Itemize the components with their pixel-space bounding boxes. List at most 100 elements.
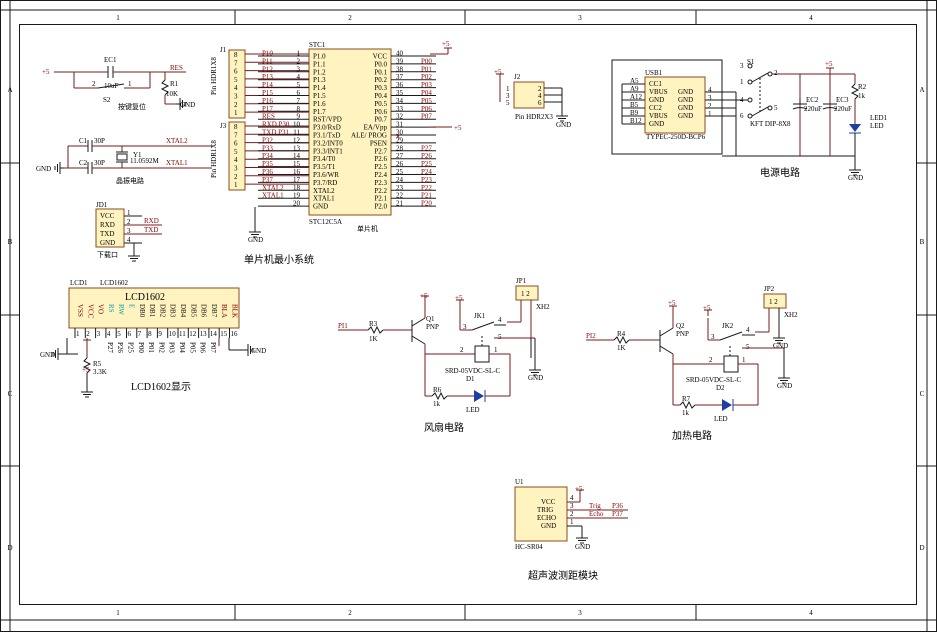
mcu-net-25: P24 (421, 168, 432, 176)
j3-pin-5: 5 (234, 148, 238, 156)
power-plus5-label: +5 (825, 60, 833, 68)
mcu-pin-name-34: P0.5 (374, 100, 387, 108)
heat-gnd-label: GND (777, 382, 792, 390)
mcu-pin-name-14: P3.4/T0 (313, 155, 336, 163)
ec2-value: 220uF (804, 105, 822, 113)
r2-value: 1k (858, 92, 866, 100)
mcu-net-27: P26 (421, 152, 432, 160)
jk2-pin4: 4 (746, 326, 750, 334)
mcu-pin-num-28: 28 (396, 144, 404, 152)
r4-value: 1K (617, 344, 626, 352)
mcu-pin-num-8: 8 (297, 105, 301, 113)
usb-pin-A9: A9 (630, 85, 639, 93)
j2-pin1: 1 (506, 85, 510, 93)
j1-pin-4: 4 (234, 84, 238, 92)
mcu-pin-num-38: 38 (396, 65, 404, 73)
mcu-net-28: P27 (421, 144, 432, 152)
lcd-pin-name-blk: BLK (231, 304, 239, 318)
lcd-pin-num-7: 7 (138, 330, 142, 338)
s1-pin3: 3 (740, 62, 744, 70)
mcu-pin-name-5: P1.4 (313, 84, 326, 92)
jd1-pin4-num: 4 (127, 236, 131, 244)
lcd-pin-name-rs: RS (107, 304, 115, 313)
lcd-net-4: P27 (106, 342, 114, 353)
mcu-pin-name-1: P1.0 (313, 53, 326, 61)
mcu-net-3: P12 (262, 65, 273, 73)
mcu-net-32: P07 (421, 113, 432, 121)
usb-inner-4: VBUS (649, 112, 668, 120)
lcd-net-13: P06 (199, 342, 207, 353)
j1-pin-6: 6 (234, 68, 238, 76)
mcu-pin-num-33: 33 (396, 105, 404, 113)
mcu-pin-name-26: P2.5 (374, 163, 387, 171)
s1-pin6: 6 (740, 112, 744, 120)
frame-col-4-bottom: 4 (809, 609, 813, 617)
mcu-pin-num-22: 22 (396, 192, 404, 200)
c2-value: 30P (94, 159, 105, 167)
lcd-pin-name-db1: DB1 (148, 304, 156, 318)
mcu-net-18: XTAL2 (262, 184, 284, 192)
lcd-net-9: P02 (157, 342, 165, 353)
j1-pin-3: 3 (234, 93, 238, 101)
mcu-net-24: P23 (421, 176, 432, 184)
usb-right-gnd-3: GND (678, 112, 693, 120)
fan-circuit: PI1 R3 1K Q1 PNP +5 2 1 SRD-05VDC-SL-C D… (338, 277, 550, 434)
mcu-pin-num-36: 36 (396, 81, 404, 89)
lcd-pin-num-5: 5 (117, 330, 121, 338)
j3-pin-7: 7 (234, 131, 238, 139)
mcu-pin-name-23: P2.2 (374, 187, 387, 195)
mcu-pin-name-6: P1.5 (313, 92, 326, 100)
jk2-ref: JK2 (722, 322, 734, 330)
jd1-pin2-name: RXD (100, 221, 115, 229)
frame-row-b: B (8, 238, 13, 246)
j3-pin-1: 1 (234, 181, 238, 189)
mcu-pin-name-37: P0.2 (374, 76, 387, 84)
mcu-net-35: P04 (421, 89, 432, 97)
heat-relay-part: SRD-05VDC-SL-C (686, 376, 742, 384)
mcu-pin-name-22: P2.1 (374, 195, 387, 203)
led1-label: LED (870, 122, 884, 130)
u1-gnd-label: GND (575, 543, 590, 551)
mcu-pin-name-15: P3.5/T1 (313, 163, 336, 171)
j3-pin-3: 3 (234, 165, 238, 173)
mcu-net-33: P06 (421, 105, 432, 113)
lcd-pin-num-12: 12 (189, 330, 197, 338)
lcd-pin-num-3: 3 (97, 330, 101, 338)
usb-inner-1: VBUS (649, 88, 668, 96)
j3-pin-2: 2 (234, 173, 238, 181)
crystal-caption: 晶振电路 (116, 176, 144, 185)
j2-part: Pin HDR2X3 (515, 113, 553, 121)
jp2-gnd-label: GND (773, 342, 788, 350)
u1-pin-vcc: VCC (541, 498, 556, 506)
mcu-pin-name-19: XTAL1 (313, 195, 335, 203)
frame-col-3-bottom: 3 (578, 609, 582, 617)
frame-col-2-bottom: 2 (348, 609, 352, 617)
mcu-pin-num-21: 21 (396, 200, 404, 208)
lcd-pin-num-1: 1 (76, 330, 80, 338)
lcd-pin-name-db0: DB0 (138, 304, 146, 318)
r6-ref: R6 (433, 386, 442, 394)
j1-pin-1: 1 (234, 109, 238, 117)
mcu-pin-name-18: XTAL2 (313, 187, 335, 195)
fan-plus5-label: +5 (420, 292, 428, 300)
jk2-pin3: 3 (711, 333, 715, 341)
mcu-pin-name-2: P1.1 (313, 60, 326, 68)
ultrasonic-module: U1 HC-SR04 VCC TRIG ECHO GND 4 3 2 1 +5 … (514, 478, 628, 582)
r7-ref: R7 (682, 395, 691, 403)
jd1-pin3-num: 3 (127, 227, 131, 235)
mcu-net-9: RES (262, 113, 275, 121)
mcu-pin-name-31: EA/Vpp (364, 124, 388, 132)
mcu-pin-num-18: 18 (293, 184, 301, 192)
mcu-pin-num-39: 39 (396, 57, 404, 65)
lcd-pin-name-db7: DB7 (210, 304, 218, 318)
lcd-pin-num-13: 13 (200, 330, 208, 338)
mcu-pin-name-17: P3.7/RD (313, 179, 337, 187)
s1-pin1: 1 (740, 78, 744, 86)
j1-ref: J1 (220, 46, 227, 54)
s2-pin2: 2 (92, 80, 96, 88)
lcd-part: LCD1602 (100, 279, 129, 287)
lcd-pin-num-2: 2 (86, 330, 90, 338)
u1-net-echo: Echo (589, 510, 604, 518)
